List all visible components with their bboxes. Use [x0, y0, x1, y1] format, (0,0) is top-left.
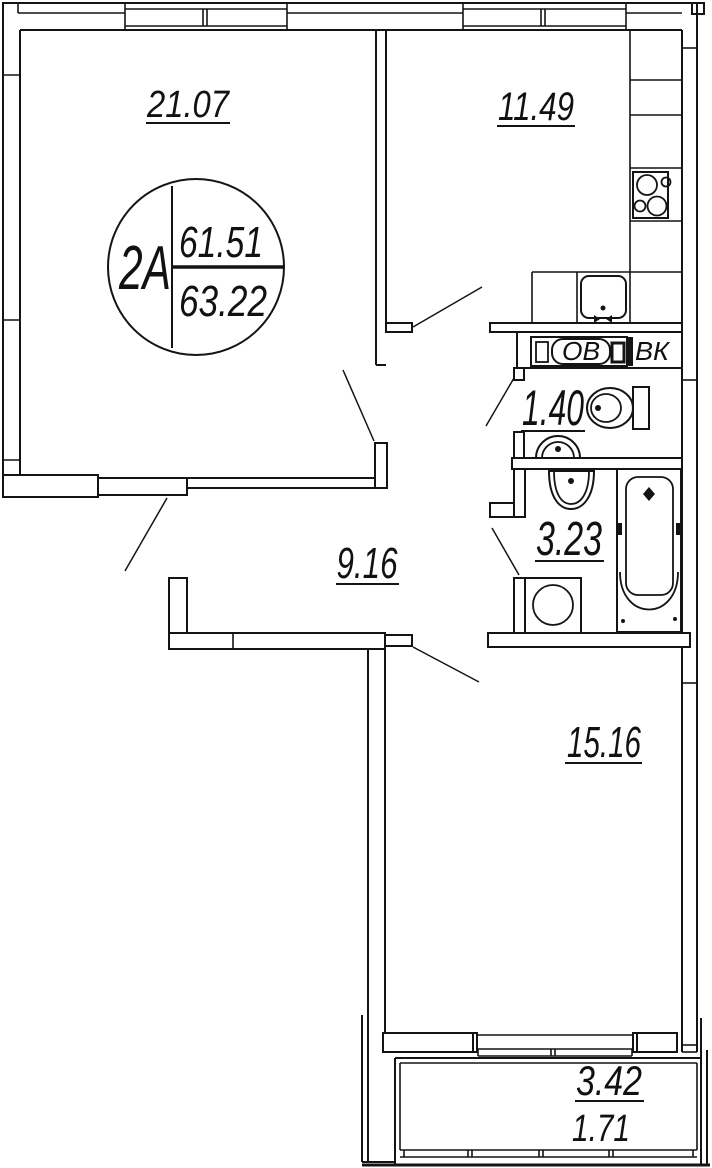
window-kitchen [462, 3, 627, 30]
heating-shaft-label: ОВ [562, 336, 600, 366]
balcony-structure [361, 1015, 710, 1167]
wc-area-label: 1.40 [522, 380, 584, 436]
washing-machine-icon [524, 577, 582, 634]
kitchen-door-swing [412, 286, 483, 328]
doors [124, 286, 520, 683]
stamp-upper-area: 61.51 [179, 218, 263, 267]
wc-door-swing [485, 377, 515, 427]
stamp-lower-area: 63.22 [179, 277, 267, 326]
bath-area-label: 3.23 [536, 513, 602, 566]
bath-door-swing [491, 527, 520, 576]
toilet-icon [586, 386, 650, 430]
corner-sink-icon [534, 435, 582, 459]
balcony-area-label: 3.42 [576, 1057, 642, 1104]
balcony-reduced-area-label: 1.71 [572, 1108, 630, 1150]
living-area-label: 21.07 [146, 84, 230, 126]
living-door-swing [342, 369, 375, 442]
window-living [124, 3, 288, 30]
hall-area-label: 9.16 [337, 539, 398, 588]
bathtub-icon [616, 468, 682, 633]
bedroom-area-label: 15.16 [567, 718, 641, 767]
shaft-row: ОВ ВК [516, 332, 682, 369]
washbasin-icon [547, 470, 596, 511]
interior-walls [2, 30, 691, 1033]
kitchen-sink-icon [580, 275, 627, 323]
unit-type-label: 2А [118, 234, 171, 303]
heating-shaft-icon [530, 336, 633, 367]
balcony-window [382, 1032, 678, 1057]
unit-stamp: 2А 61.51 63.22 [107, 178, 285, 356]
bedroom-door-swing [412, 646, 480, 683]
room-labels: 21.07 11.49 9.16 1.40 3.23 15.16 3.42 1.… [146, 84, 644, 1150]
water-shaft-label: ВК [635, 336, 671, 366]
stove-icon [632, 171, 672, 219]
entrance-door-swing [124, 497, 168, 572]
kitchen-counter [531, 30, 682, 324]
kitchen-area-label: 11.49 [498, 85, 574, 129]
